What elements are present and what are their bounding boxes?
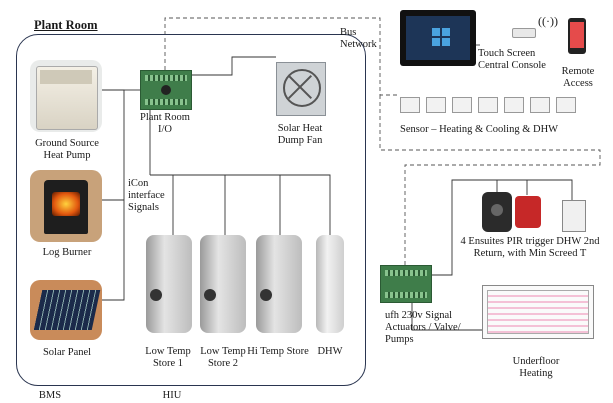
remote-access-label: Remote Access (561, 66, 595, 89)
ufh-signal-label: ufh 230v Signal Actuators / Valve/ Pumps (385, 310, 461, 345)
hi-temp-store-label: Hi Temp Store (247, 346, 309, 357)
pir-sensor-image (482, 192, 512, 232)
bus-network-line (164, 17, 400, 96)
dhw-label: DHW (317, 346, 343, 357)
bus-network-label: Bus Network (340, 27, 377, 50)
sensor-icon (530, 97, 550, 113)
low-temp-store-2-tank (200, 235, 246, 333)
low-temp-store-2-label: Low Temp Store 2 (200, 346, 246, 369)
sensor-icon (400, 97, 420, 113)
router-icon (512, 28, 536, 38)
underfloor-label: Underfloor Heating (512, 356, 560, 379)
sensor-icon (556, 97, 576, 113)
ground-source-heat-pump-image (30, 60, 102, 132)
log-burner-label: Log Burner (42, 247, 92, 258)
icon-signals-label: iCon interface Signals (128, 178, 165, 213)
dhw-tank (316, 235, 344, 333)
ufh-io-board (380, 265, 432, 303)
touch-screen-label: Touch Screen Central Console (478, 48, 546, 71)
wire-ensuites (420, 179, 573, 276)
underfloor-plan-image (482, 285, 594, 339)
hi-temp-store-tank (256, 235, 302, 333)
ensuites-label: 4 Ensuites PIR trigger DHW 2nd Return, w… (460, 236, 600, 259)
hiu-label: HIU (162, 390, 182, 401)
wire-stores (150, 174, 331, 235)
sensor-icon (504, 97, 524, 113)
wifi-icon: ((·)) (538, 14, 558, 28)
sensor-icon (478, 97, 498, 113)
ground-source-label: Ground Source Heat Pump (35, 138, 99, 161)
touch-screen-console-image (400, 10, 476, 66)
smartphone-image (568, 18, 586, 54)
bus-sensors (379, 95, 601, 265)
plant-room-title: Plant Room (34, 18, 98, 32)
sensor-icon (426, 97, 446, 113)
plant-room-border (16, 34, 366, 386)
thermostat-image (562, 200, 586, 232)
low-temp-store-1-label: Low Temp Store 1 (145, 346, 191, 369)
solar-panel-label: Solar Panel (42, 347, 92, 358)
bms-label: BMS (38, 390, 62, 401)
low-temp-store-1-tank (146, 235, 192, 333)
wire-dump-fan (190, 56, 276, 76)
circulation-pump-image (515, 196, 541, 228)
plant-room-io-label: Plant Room I/O (140, 112, 190, 135)
solar-heat-dump-label: Solar Heat Dump Fan (277, 123, 323, 146)
solar-panel-image (30, 280, 102, 340)
log-burner-image (30, 170, 102, 242)
sensor-label: Sensor – Heating & Cooling & DHW (400, 124, 559, 135)
plant-room-io-board (140, 70, 192, 110)
wire-ufh (411, 300, 482, 331)
solar-heat-dump-fan-image (276, 62, 326, 116)
wire-sources-bus (102, 89, 125, 301)
sensor-icon (452, 97, 472, 113)
